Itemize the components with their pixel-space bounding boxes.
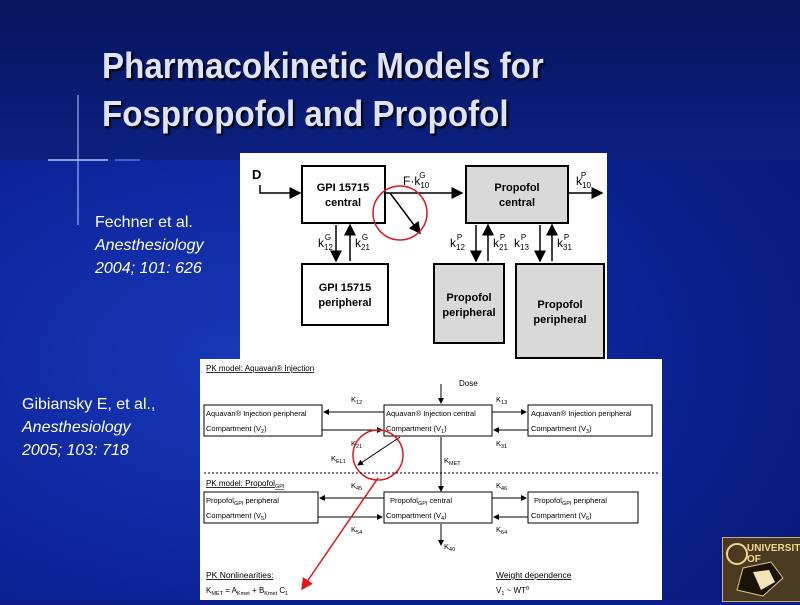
gpi-central-line2: central xyxy=(325,197,361,209)
k21-label: K21 xyxy=(351,439,362,450)
weight-dependence-formula: V1 ~ WTθ xyxy=(496,586,529,597)
svg-text:PropofolGPI peripheral: PropofolGPI peripheral xyxy=(534,496,607,507)
aquavan-central-box xyxy=(383,404,493,437)
k46-label: K46 xyxy=(496,481,507,492)
propofol-periph1-line1: Propofol xyxy=(446,292,491,304)
citation-journal: Anesthesiology xyxy=(22,419,131,436)
svg-text:Compartment (V5): Compartment (V5) xyxy=(206,511,267,522)
k13p-label: k13P xyxy=(514,233,529,252)
svg-text:Compartment (V6): Compartment (V6) xyxy=(531,511,592,522)
logo-emblem xyxy=(726,543,784,597)
gpi-peripheral-line2: peripheral xyxy=(318,297,371,309)
highlight-circle xyxy=(372,185,428,241)
nonlinearities-formula: KMET = AKmet + BKmet C1 xyxy=(206,586,288,597)
weight-dependence-title: Weight dependence xyxy=(496,570,572,580)
decorative-horizontal-line xyxy=(48,159,108,161)
propofol-elim-label: k10P xyxy=(576,171,591,190)
k21g-label: k21G xyxy=(355,233,370,252)
highlight-arrow xyxy=(301,477,379,591)
svg-text:PropofolGPI central: PropofolGPI central xyxy=(390,496,452,507)
svg-text:Compartment (V3): Compartment (V3) xyxy=(531,424,592,435)
section-propofol-title: PK model: PropofolGPI xyxy=(206,479,285,490)
slide-title-line2: Fospropofol and Propofol xyxy=(102,93,509,134)
propofol-peripheral-box-2 xyxy=(515,263,605,359)
k31p-label: k31P xyxy=(557,233,572,252)
gpi-elimination-arrow xyxy=(389,192,421,235)
citation-gibiansky: Gibiansky E, et al., Anesthesiology 2005… xyxy=(22,393,155,462)
gpi-central-box xyxy=(301,165,386,224)
kel1-label: KEL1 xyxy=(331,454,346,465)
dose-input-arrow xyxy=(259,185,302,199)
k12p-label: k12P xyxy=(450,233,465,252)
kmet-label: KMET xyxy=(444,456,461,467)
propofol-central-line1: Propofol xyxy=(494,182,539,194)
title-band xyxy=(0,0,800,160)
section-aquavan-title: PK model: Aquavan® Injection xyxy=(206,364,314,373)
citation-ref: 2004; 101: 626 xyxy=(95,260,202,277)
k21p-label: k21P xyxy=(493,233,508,252)
highlight-circle xyxy=(352,429,404,481)
citation-journal: Anesthesiology xyxy=(95,237,204,254)
svg-text:Aquavan® Injection peripheral: Aquavan® Injection peripheral xyxy=(206,409,307,418)
diagram-panel-gibiansky: PK model: Aquavan® Injection Dose Aquava… xyxy=(200,359,662,600)
nonlinearities-title: PK Nonlinearities: xyxy=(206,570,274,580)
propofol-peripheral-left-box xyxy=(203,491,319,524)
k31-label: K31 xyxy=(496,439,507,450)
svg-text:Compartment (V4): Compartment (V4) xyxy=(386,511,447,522)
gpi-central-line1: GPI 15715 xyxy=(317,182,370,194)
gpi-peripheral-line1: GPI 15715 xyxy=(319,282,372,294)
gibiansky-diagram: PK model: Aquavan® Injection Dose Aquava… xyxy=(203,364,658,597)
aquavan-peripheral-right-box xyxy=(527,404,653,437)
k54-label: K54 xyxy=(351,525,362,536)
university-logo: UNIVERSITY OF xyxy=(722,537,800,602)
transfer-rate-label: F·k10G xyxy=(403,171,430,190)
svg-text:Aquavan® Injection central: Aquavan® Injection central xyxy=(386,409,476,418)
svg-text:PropofolGPI peripheral: PropofolGPI peripheral xyxy=(206,496,279,507)
citation-ref: 2005; 103: 718 xyxy=(22,442,129,459)
panel-label: D xyxy=(252,167,261,182)
propofol-periph2-line2: peripheral xyxy=(533,314,586,326)
citation-authors: Gibiansky E, et al., xyxy=(22,396,156,413)
svg-text:Compartment (V2): Compartment (V2) xyxy=(206,424,267,435)
propofol-peripheral-box-1 xyxy=(433,263,505,344)
decorative-horizontal-line-2 xyxy=(115,159,140,161)
k12g-label: k12G xyxy=(318,233,333,252)
slide-title: Pharmacokinetic Models for Fospropofol a… xyxy=(102,42,617,138)
dose-label: Dose xyxy=(459,379,478,388)
citation-authors: Fechner et al. xyxy=(95,214,193,231)
k13-label: K13 xyxy=(496,395,507,406)
logo-text: UNIVERSITY OF xyxy=(747,543,800,565)
slide-title-line1: Pharmacokinetic Models for xyxy=(102,45,544,86)
propofol-central-line2: central xyxy=(499,197,535,209)
propofol-peripheral-right-box xyxy=(527,491,639,524)
diagram-panel-fechner: D GPI 15715 central F·k10G Propofol cent… xyxy=(240,153,607,360)
propofol-periph1-line2: peripheral xyxy=(442,307,495,319)
citation-fechner: Fechner et al. Anesthesiology 2004; 101:… xyxy=(95,211,204,280)
k64-label: K64 xyxy=(496,525,507,536)
fechner-diagram: D GPI 15715 central F·k10G Propofol cent… xyxy=(252,165,605,359)
k12-label: K12 xyxy=(351,395,362,406)
k40-label: K40 xyxy=(444,542,455,553)
svg-text:Aquavan® Injection peripheral: Aquavan® Injection peripheral xyxy=(531,409,632,418)
aquavan-peripheral-left-box xyxy=(203,404,323,437)
gpi-peripheral-box xyxy=(301,263,389,326)
svg-text:Compartment (V1): Compartment (V1) xyxy=(386,424,447,435)
propofol-periph2-line1: Propofol xyxy=(537,299,582,311)
propofol-central-box xyxy=(465,165,569,224)
propofol-central-box xyxy=(383,491,493,524)
kel1-arrow xyxy=(357,436,401,466)
k45-label: K45 xyxy=(351,481,362,492)
